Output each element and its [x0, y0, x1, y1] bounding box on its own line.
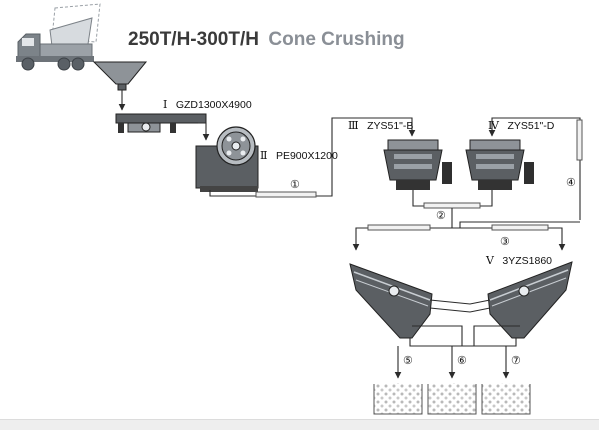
- cone-d-label: Ⅳ ZYS51"-D: [488, 116, 555, 133]
- conveyor-belt-2: [423, 202, 481, 209]
- conveyor-belt-3b: [491, 224, 549, 231]
- diagram-title: 250T/H-300T/H Cone Crushing: [128, 29, 405, 50]
- conveyor-1-label: ①: [290, 178, 300, 191]
- stockpile-bin-3: [481, 383, 531, 415]
- vibrating-screen-right: [487, 261, 573, 339]
- cone-crusher-d: [465, 139, 534, 190]
- feeder-model: GZD1300X4900: [176, 99, 252, 111]
- cone-crusher-b: [383, 139, 452, 190]
- feeder-to-jaw-arrow: [198, 122, 210, 141]
- return-loop-line: [459, 221, 580, 228]
- vibrating-feeder: [115, 113, 207, 133]
- conveyor-6-label: ⑥: [457, 354, 467, 367]
- vibrating-screen-left: [349, 263, 433, 339]
- feed-hopper: [92, 61, 148, 91]
- conveyor-4-label: ④: [566, 176, 576, 189]
- return-to-cone-d-arrow: [488, 117, 581, 220]
- conveyor-belt-3a: [367, 224, 431, 231]
- screen-numeral: Ⅴ: [485, 254, 495, 267]
- jaw-crusher-label: Ⅱ PE900X1200: [260, 146, 338, 163]
- jaw-crusher-numeral: Ⅱ: [260, 149, 267, 162]
- screen-model: 3YZS1860: [502, 255, 552, 267]
- cone-d-numeral: Ⅳ: [488, 119, 500, 132]
- cone-d-model: ZYS51"-D: [507, 120, 554, 132]
- feeder-numeral: Ⅰ: [163, 98, 167, 111]
- conveyor-belt-4: [576, 119, 583, 161]
- conveyor-7-label: ⑦: [511, 354, 521, 367]
- conveyor-5-label: ⑤: [403, 354, 413, 367]
- to-cone-b-arrow: [350, 117, 416, 137]
- title-process: Cone Crushing: [268, 29, 404, 50]
- screen-link-right: [412, 325, 517, 347]
- stockpile-bin-1: [373, 383, 423, 415]
- cone-b-model: ZYS51"-B: [367, 120, 413, 132]
- screen-crossing-2: [429, 307, 491, 313]
- screen-label: Ⅴ 3YZS1860: [485, 251, 552, 268]
- stockpile-bin-2: [427, 383, 477, 415]
- jaw-crusher-model: PE900X1200: [276, 150, 338, 162]
- cone-b-numeral: Ⅲ: [348, 119, 359, 132]
- jaw-crusher: [195, 126, 259, 192]
- conveyor-belt-1: [255, 191, 317, 198]
- conveyor-3-label: ③: [500, 235, 510, 248]
- conveyor-2-label: ②: [436, 209, 446, 222]
- title-capacity: 250T/H-300T/H: [128, 29, 259, 50]
- dump-truck-icon: [16, 3, 101, 71]
- screen-crossing-1: [429, 299, 491, 305]
- conveyor-line-1: [209, 117, 350, 197]
- bottom-bar: [0, 419, 599, 430]
- cone-b-label: Ⅲ ZYS51"-B: [348, 116, 413, 133]
- to-screen-right-arrow: [452, 227, 566, 251]
- feeder-label: Ⅰ GZD1300X4900: [163, 95, 252, 112]
